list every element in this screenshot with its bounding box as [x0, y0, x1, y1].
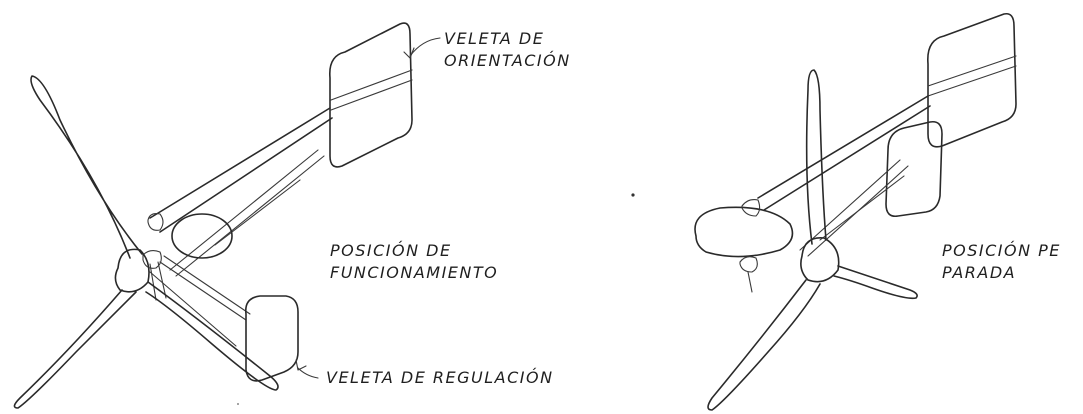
regulation-vane-arrowhead	[295, 359, 307, 371]
label-working-position: POSICIÓN DE FUNCIONAMIENTO	[330, 240, 498, 284]
nose-cone-stop	[800, 237, 840, 283]
scan-dot	[237, 403, 239, 405]
label-stop-position: POSICIÓN PE PARADA	[942, 240, 1061, 284]
orientation-vane-arrowhead	[403, 47, 415, 59]
turbine-nacelle	[142, 213, 233, 301]
blade-upper-stop	[805, 69, 827, 245]
label-line: FUNCIONAMIENTO	[330, 263, 499, 282]
orientation-tail-boom-stop	[757, 95, 931, 257]
blade-upper	[30, 75, 143, 259]
blade-right	[145, 281, 279, 391]
turbine-rotor-stop	[707, 69, 918, 411]
blade-lower	[13, 289, 137, 409]
label-line: POSICIÓN PE	[942, 241, 1061, 260]
label-line: PARADA	[942, 263, 1017, 282]
orientation-vane	[328, 22, 413, 168]
orientation-vane-leader	[409, 37, 441, 57]
blade-right-stop	[833, 265, 918, 300]
turbine-working-position	[13, 22, 441, 409]
label-regulation-vane: VELETA DE REGULACIÓN	[326, 367, 554, 389]
turbine-stop-position	[694, 12, 1017, 411]
turbine-rotor	[13, 75, 279, 409]
nose-cone	[114, 248, 150, 293]
label-line: VELETA DE REGULACIÓN	[326, 368, 554, 387]
label-line: ORIENTACIÓN	[444, 51, 571, 70]
turbine-nacelle-stop	[694, 199, 794, 293]
label-orientation-vane: VELETA DE ORIENTACIÓN	[444, 28, 571, 72]
regulation-vane-folded	[885, 120, 943, 218]
label-line: POSICIÓN DE	[330, 241, 452, 260]
regulation-vane-leader	[297, 367, 319, 379]
label-line: VELETA DE	[444, 29, 545, 48]
blade-lower-stop	[707, 279, 821, 411]
orientation-tail-boom	[149, 107, 333, 277]
orientation-vane-stop	[927, 12, 1017, 148]
regulation-vane	[149, 255, 299, 382]
scan-dot	[631, 193, 635, 197]
